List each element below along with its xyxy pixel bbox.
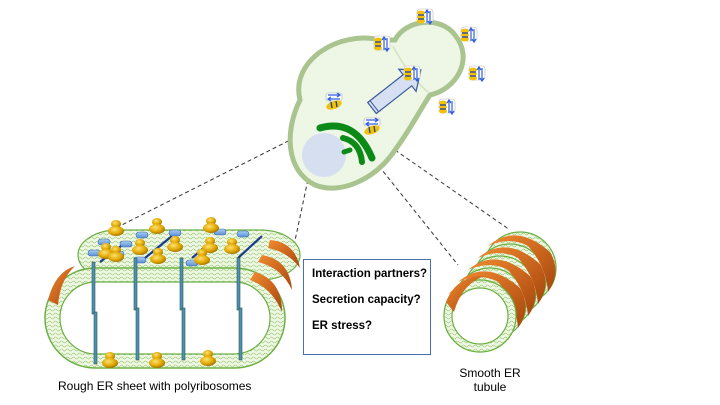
smooth-er-lumen bbox=[451, 287, 509, 345]
secreted-proteins bbox=[325, 8, 486, 135]
mrna-strand bbox=[237, 235, 263, 259]
smooth-er-label: Smooth ER tubule bbox=[440, 366, 540, 394]
smooth-er-label-line1: Smooth ER bbox=[459, 366, 521, 380]
secreted-protein-icon bbox=[416, 8, 434, 26]
translocon-chain bbox=[133, 257, 140, 361]
rough-er-label: Rough ER sheet with polyribosomes bbox=[58, 379, 252, 393]
rough-er-lumen bbox=[59, 281, 271, 355]
questions-box: Interaction partners? Secretion capacity… bbox=[303, 259, 431, 355]
zoom-line-smooth-right bbox=[394, 149, 511, 231]
membrane-protein-icon bbox=[236, 230, 250, 238]
zoom-line-smooth-left bbox=[369, 154, 459, 266]
zoom-line-rough-left bbox=[91, 124, 321, 241]
membrane-protein-icon bbox=[135, 231, 149, 239]
secreted-protein-icon bbox=[438, 98, 456, 116]
zoom-line-rough-right bbox=[292, 131, 319, 251]
ribosome-icon bbox=[194, 249, 210, 265]
ribosome-icon bbox=[102, 352, 118, 368]
curvature-protein bbox=[488, 235, 556, 292]
translocon-chain bbox=[236, 257, 243, 361]
question-secretion-capacity: Secretion capacity? bbox=[312, 294, 421, 306]
membrane-protein-icon bbox=[119, 240, 133, 248]
er-outer bbox=[316, 122, 376, 162]
er-protein-icon bbox=[325, 92, 343, 110]
ribosome-icon bbox=[167, 236, 183, 252]
er-inner bbox=[340, 135, 365, 165]
curvature-protein bbox=[478, 247, 546, 304]
secreted-protein-icon bbox=[373, 35, 391, 53]
ribosome-icon bbox=[108, 220, 124, 236]
ribosome-icon bbox=[203, 217, 219, 233]
er-protein-icon bbox=[363, 117, 381, 135]
curvature-protein bbox=[258, 255, 292, 290]
secreted-protein-icon bbox=[460, 26, 478, 44]
nucleus bbox=[302, 133, 346, 177]
ribosome-icon bbox=[149, 352, 165, 368]
rough-er-sheet bbox=[44, 217, 301, 369]
question-er-stress: ER stress? bbox=[312, 320, 373, 332]
ribosome-icon bbox=[108, 246, 124, 262]
question-interaction-partners: Interaction partners? bbox=[312, 268, 428, 280]
ribosome-icon bbox=[150, 248, 166, 264]
ribosome-icon bbox=[202, 237, 218, 253]
membrane-protein-icon bbox=[168, 229, 182, 237]
zoom-lines bbox=[91, 124, 511, 266]
ribosome-icon bbox=[224, 238, 240, 254]
smooth-er-label-line2: tubule bbox=[473, 380, 507, 394]
translocon-chain bbox=[179, 257, 186, 361]
curvature-protein bbox=[458, 271, 526, 328]
secreted-protein-icon bbox=[403, 65, 421, 83]
ribosome-icon bbox=[132, 239, 148, 255]
secreted-protein-icon bbox=[468, 65, 486, 83]
curvature-protein bbox=[446, 276, 484, 312]
translocon-chain bbox=[91, 261, 98, 365]
ribosome-icon bbox=[200, 350, 216, 366]
curvature-protein bbox=[468, 259, 536, 316]
curvature-protein bbox=[250, 272, 282, 312]
ribosome-icon bbox=[149, 218, 165, 234]
er-stub bbox=[341, 147, 353, 155]
curvature-protein bbox=[268, 240, 300, 268]
mrna-strand bbox=[144, 235, 173, 259]
smooth-er-tubule bbox=[443, 231, 557, 353]
curvature-protein bbox=[48, 266, 75, 305]
